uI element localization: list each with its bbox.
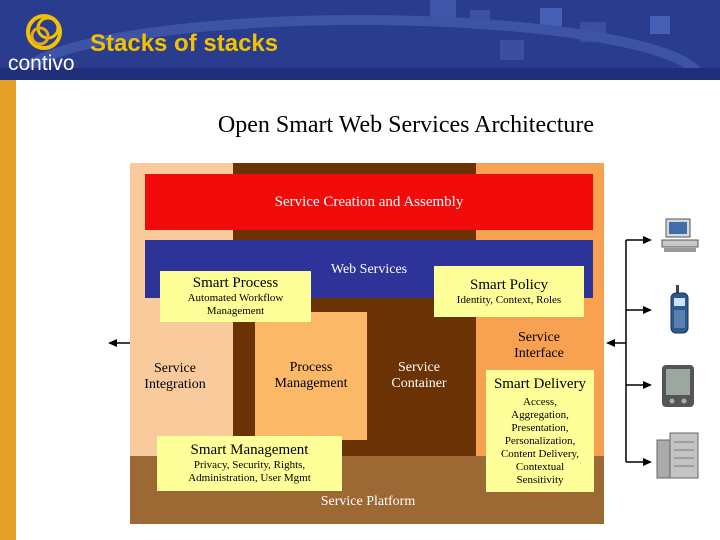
diagram-title: Open Smart Web Services Architecture — [217, 112, 595, 138]
service-creation-layer: Service Creation and Assembly — [145, 174, 593, 230]
slide-header — [0, 0, 720, 80]
contivo-logo-icon — [26, 14, 62, 50]
service-platform-label: Service Platform — [320, 494, 416, 509]
service-interface-label: Service Interface — [514, 330, 564, 361]
mobile-phone-icon — [670, 285, 689, 334]
smart-process-title: Smart Process — [192, 275, 279, 291]
smart-management-callout: Smart Management Privacy, Security, Righ… — [157, 436, 342, 491]
smart-process-callout: Smart Process Automated Workflow Managem… — [160, 271, 311, 322]
smart-policy-callout: Smart Policy Identity, Context, Roles — [434, 266, 584, 317]
smart-delivery-callout: Smart Delivery Access, Aggregation, Pres… — [486, 370, 594, 492]
pda-icon — [662, 365, 694, 407]
service-integration-label: Service Integration — [144, 361, 206, 392]
smart-process-detail: Automated Workflow Management — [187, 292, 284, 317]
smart-policy-title: Smart Policy — [470, 276, 548, 293]
process-management-block: Process Management — [255, 312, 367, 440]
smart-delivery-title: Smart Delivery — [493, 375, 587, 392]
service-container-label: Service Container — [391, 360, 447, 391]
computer-icon — [661, 218, 699, 252]
server-icon — [656, 432, 699, 479]
smart-delivery-detail: Access, Aggregation, Presentation, Perso… — [500, 395, 580, 486]
header-bar — [0, 68, 720, 80]
logo-text: contivo — [8, 52, 75, 75]
smart-policy-detail: Identity, Context, Roles — [456, 293, 562, 306]
web-services-label: Web Services — [330, 262, 408, 277]
slide-title: Stacks of stacks — [90, 30, 279, 57]
smart-management-title: Smart Management — [190, 442, 309, 458]
smart-management-detail: Privacy, Security, Rights, Administratio… — [188, 459, 311, 484]
left-stripe — [0, 80, 16, 540]
header-decoration — [15, 0, 705, 80]
